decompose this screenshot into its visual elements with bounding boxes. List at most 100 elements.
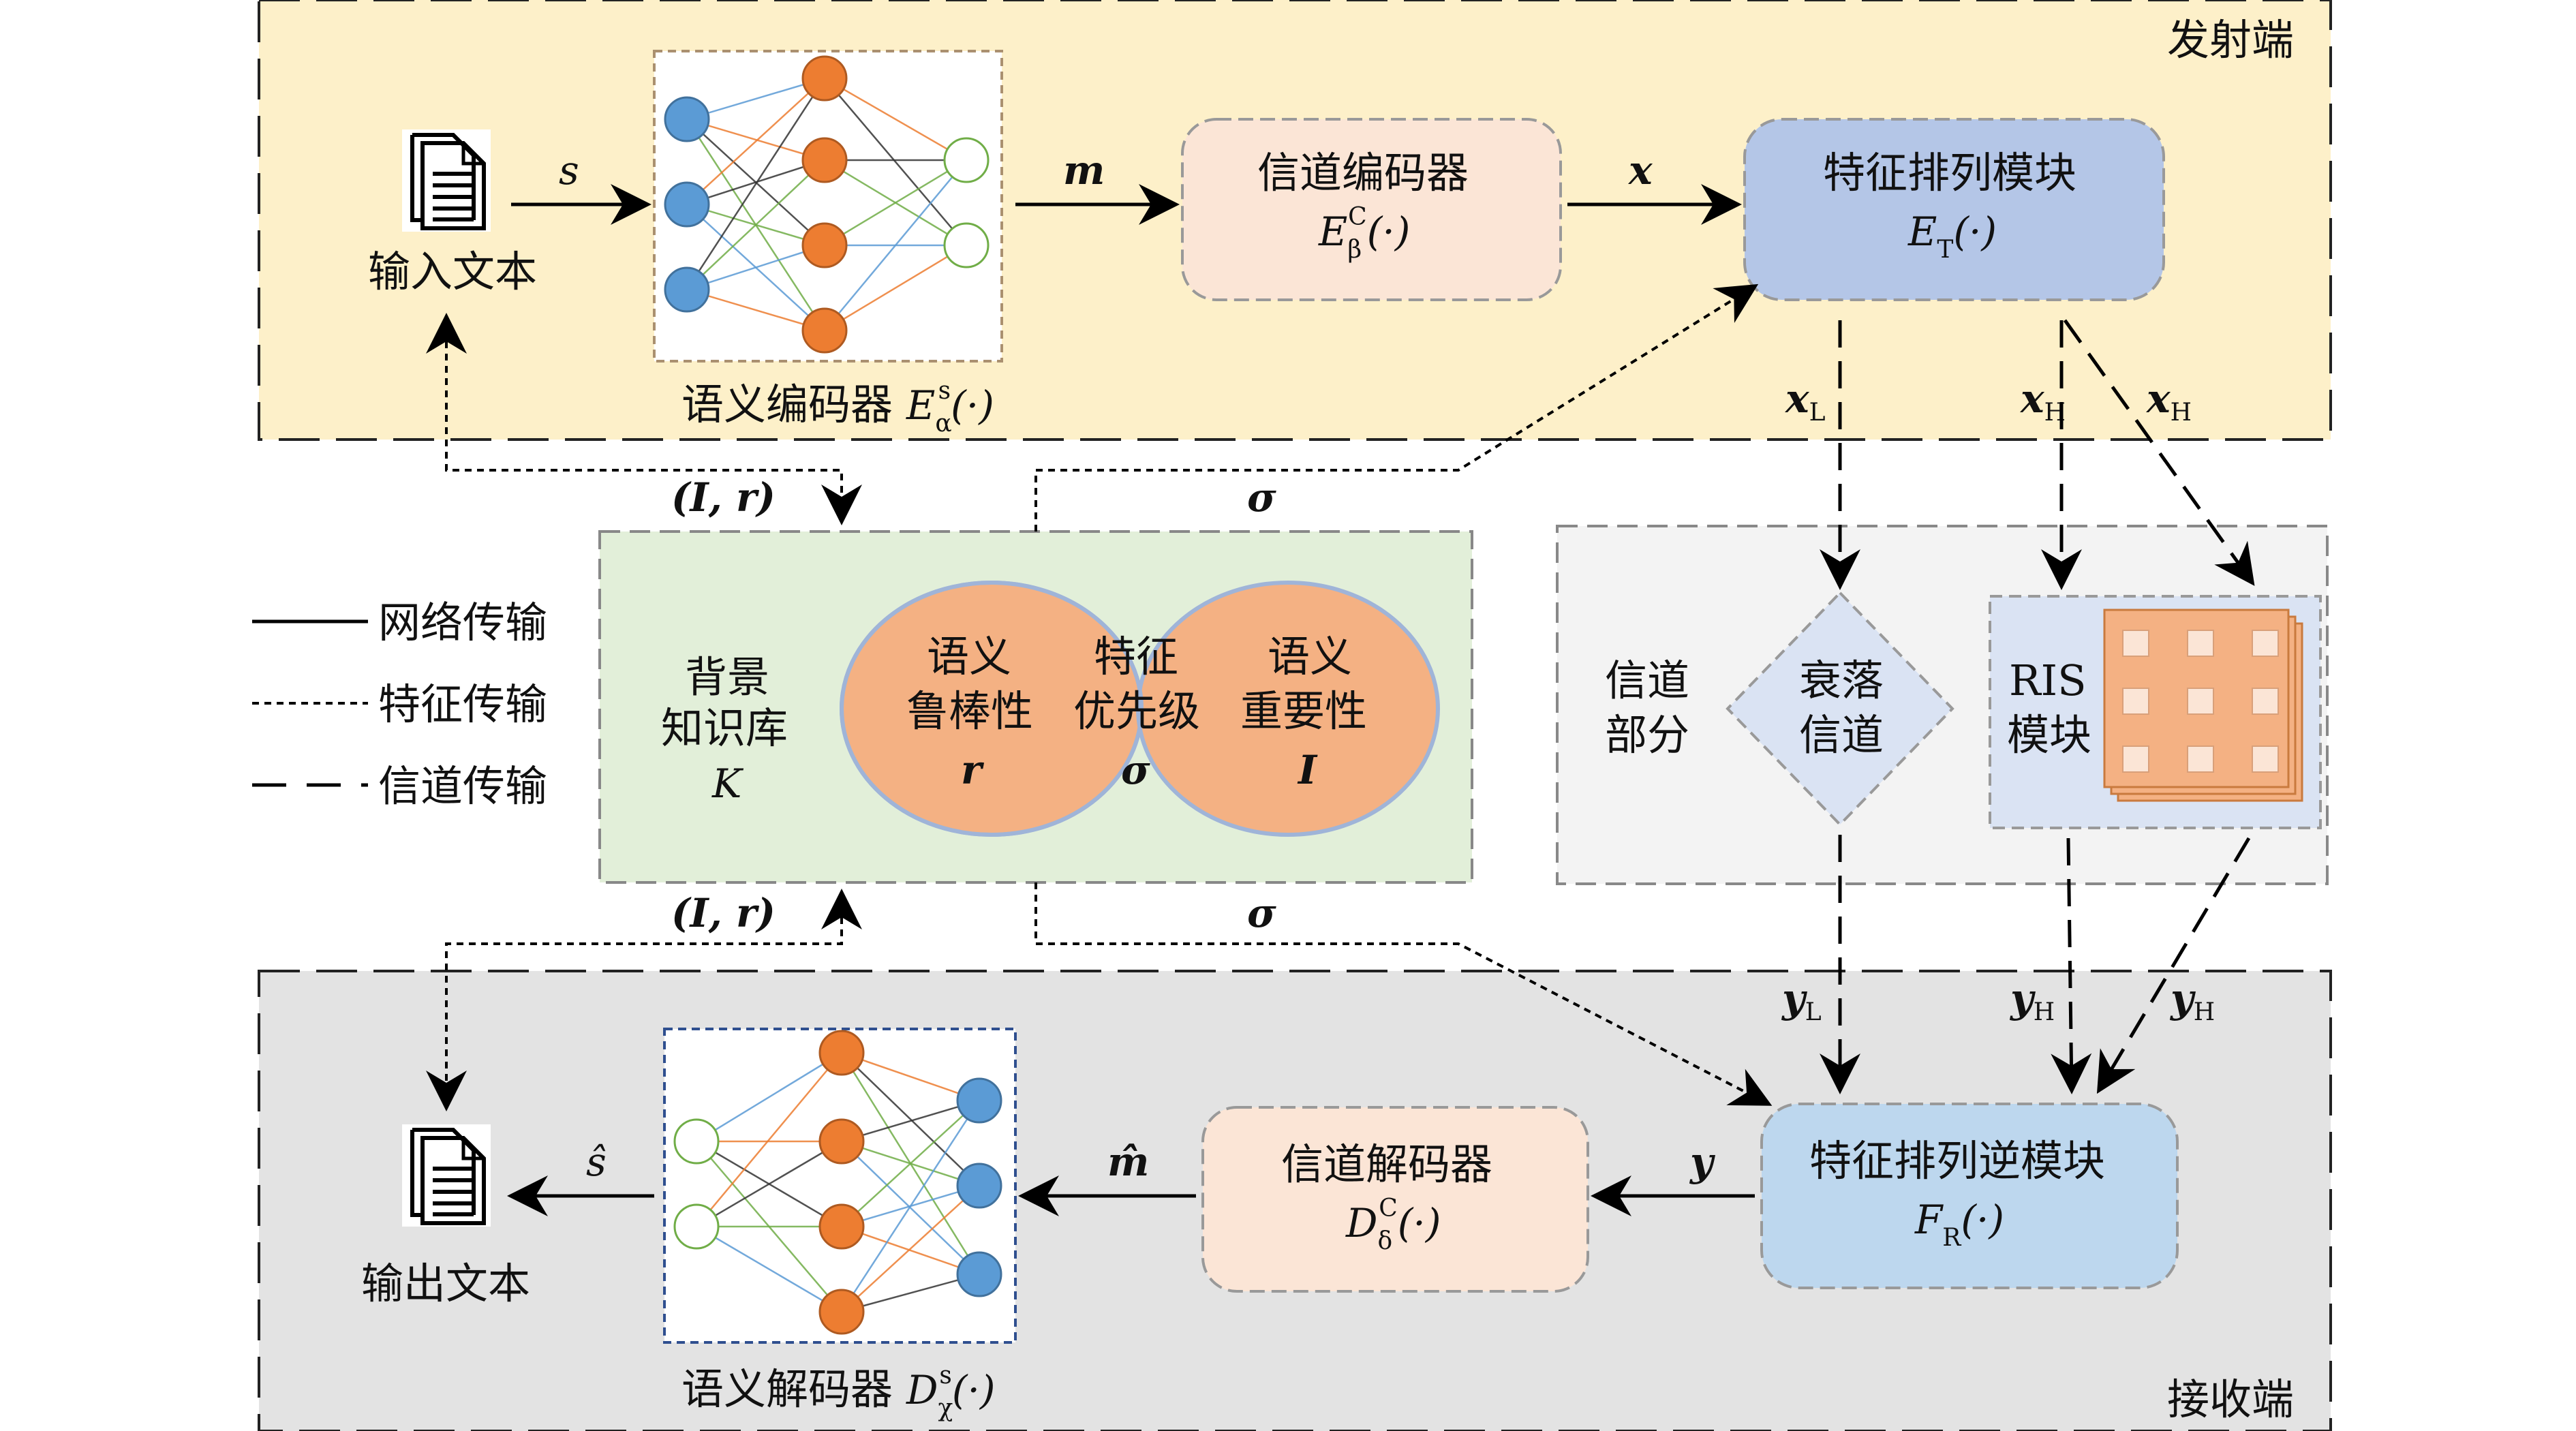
feature-arrow-sigma-top xyxy=(1034,283,1759,532)
neuron xyxy=(801,222,848,268)
ris-element xyxy=(2187,688,2214,715)
neuron xyxy=(818,1203,865,1250)
neuron xyxy=(664,181,710,228)
network-edge xyxy=(686,77,825,121)
transmitter-label: 发射端 xyxy=(2167,15,2294,65)
channel-decoder-symbol: DδC(·) xyxy=(1345,1195,1441,1255)
ris-element xyxy=(2187,745,2214,773)
svg-text:yL: yL xyxy=(1781,975,1822,1026)
ris-element xyxy=(2122,630,2149,657)
feature-arrow-sigma-bottom xyxy=(1034,882,1773,1106)
channel-part-line1: 信道 xyxy=(1605,656,1689,705)
venn-right-line1: 语义 xyxy=(1268,632,1352,681)
symbol-xL: xL xyxy=(1784,375,1826,427)
neuron xyxy=(956,1163,1002,1209)
feature-arrange-label: 特征排列模块 xyxy=(1823,148,2076,198)
symbol-Ir-bottom: (I, r) xyxy=(671,890,776,936)
venn-importance xyxy=(1136,581,1440,837)
neuron xyxy=(818,1030,865,1076)
symbol-s: s xyxy=(559,147,579,194)
ris-panel-icon xyxy=(2103,609,2303,802)
semantic-decoder-network xyxy=(673,1030,1002,1335)
network-edge xyxy=(686,159,825,290)
svg-text:xL: xL xyxy=(1784,375,1826,427)
svg-text:xH: xH xyxy=(2145,375,2192,427)
neuron xyxy=(818,1118,865,1165)
network-edge xyxy=(696,1225,842,1313)
symbol-sigma-bottom: σ xyxy=(1247,890,1276,936)
venn-left-line1: 语义 xyxy=(927,632,1011,681)
input-document-icon xyxy=(402,129,491,232)
feature-arrow-Ir-top xyxy=(426,313,862,525)
network-edge xyxy=(824,78,967,246)
feature-arrange-inverse-box xyxy=(1760,1103,2179,1289)
feature-arrange-box xyxy=(1743,118,2165,301)
network-edge xyxy=(686,159,825,206)
network-edge xyxy=(841,1099,980,1143)
receiver-label: 接收端 xyxy=(2167,1374,2294,1424)
ris-element xyxy=(2252,688,2279,715)
network-edge xyxy=(696,1051,842,1143)
network-edge xyxy=(824,159,967,331)
ris-element xyxy=(2187,630,2214,657)
semantic-encoder-network xyxy=(664,55,990,354)
svg-text:yH: yH xyxy=(2169,975,2215,1026)
fading-channel-line2: 信道 xyxy=(1799,710,1884,760)
network-edge xyxy=(696,1140,842,1228)
ris-line1: RIS xyxy=(2009,656,2087,705)
svg-text:yH: yH xyxy=(2009,975,2055,1026)
venn-right-symbol: I xyxy=(1297,747,1318,793)
network-edge xyxy=(686,78,825,205)
network-edge xyxy=(841,1185,980,1312)
symbol-yH-2: yH xyxy=(2169,975,2215,1026)
network-edge xyxy=(841,1141,980,1275)
neuron xyxy=(673,1118,720,1165)
network-edge xyxy=(841,1100,980,1227)
legend-channel: 信道传输 xyxy=(378,761,547,811)
venn-middle-line2: 优先级 xyxy=(1073,686,1200,736)
channel-decoder-box xyxy=(1201,1106,1589,1293)
channel-arrow-yH-2 xyxy=(2096,837,2251,1094)
symbol-yH-1: yH xyxy=(2009,975,2055,1026)
channel-encoder-label: 信道编码器 xyxy=(1257,148,1469,198)
neuron xyxy=(664,96,710,142)
neuron xyxy=(956,1251,1002,1297)
network-edge xyxy=(841,1051,980,1102)
symbol-x: x xyxy=(1627,147,1653,194)
neuron xyxy=(801,307,848,354)
ris-element xyxy=(2252,630,2279,657)
fading-channel-line1: 衰落 xyxy=(1799,656,1884,705)
symbol-s-hat: ŝ xyxy=(586,1139,607,1185)
symbol-xH-2: xH xyxy=(2145,375,2192,427)
feature-arrange-inverse-label: 特征排列逆模块 xyxy=(1809,1136,2105,1186)
channel-decoder-label: 信道解码器 xyxy=(1281,1139,1492,1189)
output-text-label: 输出文本 xyxy=(361,1259,530,1308)
symbol-sigma-top: σ xyxy=(1247,474,1276,521)
channel-part-line2: 部分 xyxy=(1605,710,1689,760)
neuron xyxy=(943,137,990,183)
venn-middle-line1: 特征 xyxy=(1094,632,1178,681)
knowledge-base-symbol: K xyxy=(711,760,744,807)
channel-encoder-box xyxy=(1181,118,1562,301)
symbol-m-hat: m̂ xyxy=(1107,1139,1149,1185)
network-edge xyxy=(686,244,825,291)
input-text-label: 输入文本 xyxy=(368,247,537,296)
neuron xyxy=(664,266,710,313)
symbol-y: y xyxy=(1689,1139,1716,1185)
neuron xyxy=(801,137,848,183)
channel-arrow-xH-2 xyxy=(2063,319,2255,586)
feature-arrow-Ir-bottom xyxy=(426,889,862,1111)
output-document-icon xyxy=(402,1124,491,1227)
channel-arrow-yH-1 xyxy=(2051,837,2092,1094)
knowledge-base-line2: 知识库 xyxy=(661,703,788,753)
network-edge xyxy=(824,77,967,161)
venn-right-line2: 重要性 xyxy=(1240,686,1367,736)
symbol-m: m xyxy=(1063,147,1105,194)
venn-middle-symbol: σ xyxy=(1121,747,1150,793)
ris-line2: 模块 xyxy=(2007,710,2091,760)
network-edge xyxy=(686,118,825,161)
neuron xyxy=(801,55,848,102)
neuron xyxy=(943,222,990,268)
neuron xyxy=(673,1203,720,1250)
